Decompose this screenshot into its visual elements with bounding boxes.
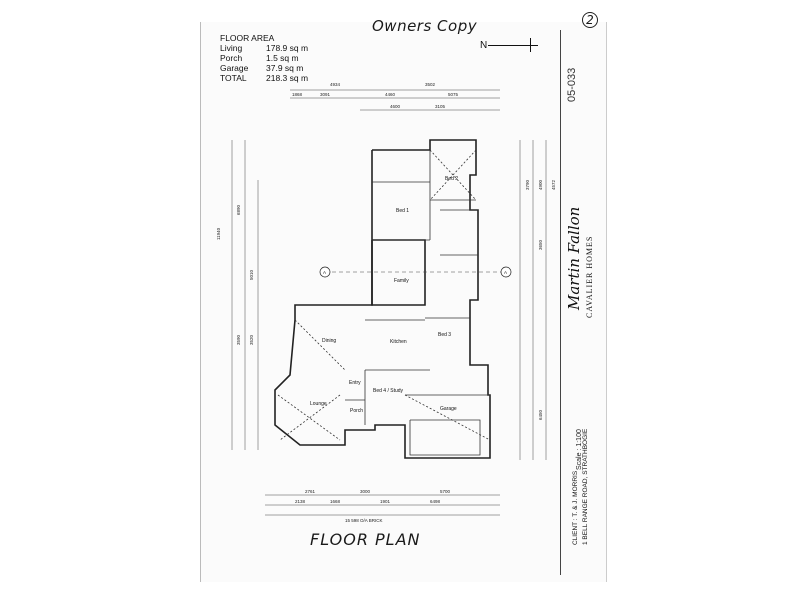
dimension-lines [231, 89, 547, 516]
document-number: 05-033 [566, 67, 578, 102]
dim-right-e: 6450 [538, 409, 543, 420]
dim-left-d: 3520 [249, 334, 254, 345]
section-marker-left: A [323, 270, 326, 275]
floor-area-value: 218.3 sq m [266, 73, 309, 83]
section-marker-right: A [504, 270, 507, 275]
north-arrow-label: N [480, 40, 488, 51]
dim-top-e: 5075 [448, 92, 459, 97]
floor-area-label: Porch [220, 53, 243, 63]
room-porch: Porch [350, 408, 363, 414]
exterior-walls [274, 139, 491, 459]
garage-diagonal-a [404, 394, 491, 441]
section-marker-left-icon [319, 266, 331, 278]
garage-door [409, 419, 481, 456]
floor-area-row: TOTAL 218.3 sq m [220, 73, 326, 83]
house-outline-wall [274, 139, 491, 459]
floor-area-value: 37.9 sq m [266, 63, 304, 73]
dim-left-a: 6890 [236, 204, 241, 215]
dim-right-d: 3650 [538, 239, 543, 250]
family-wing-wall [371, 239, 426, 306]
sheet-number-circle: 2 [582, 12, 598, 28]
room-lounge: Lounge [310, 401, 327, 407]
dim-top-f: 3105 [435, 104, 446, 109]
north-arrow-tick [530, 38, 531, 52]
floor-area-row: Living 178.9 sq m [220, 43, 326, 53]
dim-top-overall-1: 4934 [330, 82, 341, 87]
room-dining: Dining [322, 338, 336, 344]
floor-area-row: Garage 37.9 sq m [220, 63, 326, 73]
dim-top-c: 4460 [385, 92, 396, 97]
brand-logo-text: Martin Fallon [565, 206, 583, 310]
floor-area-label: Garage [220, 63, 249, 73]
dim-bottom-e: 1668 [330, 499, 341, 504]
room-bed3: Bed 3 [438, 332, 451, 338]
room-kitchen: Kitchen [390, 339, 407, 345]
dim-bottom-d: 2138 [295, 499, 306, 504]
room-bed2: Bed 2 [445, 176, 458, 182]
dining-diagonal [294, 319, 346, 371]
lounge-diagonal-b [279, 394, 341, 441]
lounge-diagonal-a [277, 394, 341, 441]
floor-area-heading: FLOOR AREA [220, 33, 275, 43]
dim-top-a: 1868 [292, 92, 303, 97]
room-garage: Garage [440, 406, 457, 412]
dim-top-d: 4600 [390, 104, 401, 109]
client-name: CLIENT : T. & J. MORRIS [572, 470, 579, 545]
dim-left-c: 3590 [236, 334, 241, 345]
dim-bottom-b: 3000 [360, 489, 371, 494]
room-entry: Entry [349, 380, 361, 386]
dim-bottom-a: 2761 [305, 489, 316, 494]
dim-right-b: 4900 [538, 179, 543, 190]
dim-left-overall: 11940 [216, 227, 221, 240]
dim-top-overall-2: 3502 [425, 82, 436, 87]
north-arrow-icon [488, 45, 538, 46]
floor-area-value: 178.9 sq m [266, 43, 309, 53]
interior-walls [277, 149, 491, 456]
dim-bottom-g: 6498 [430, 499, 441, 504]
floor-area-table: FLOOR AREA Living 178.9 sq m Porch 1.5 s… [220, 33, 326, 83]
dim-right-c: 4572 [551, 179, 556, 190]
section-marker-right-icon [500, 266, 512, 278]
dim-left-b: 5010 [249, 269, 254, 280]
room-family: Family [394, 278, 409, 284]
site-address: 1 BELL RANGE ROAD, STRATHBOGIE [582, 428, 589, 545]
dim-top-b: 3091 [320, 92, 331, 97]
floor-area-label: Living [220, 43, 243, 53]
brand-subtitle: CAVALIER HOMES [585, 235, 594, 318]
dim-bottom-overall: 15 598 O/A BRICK [345, 518, 383, 523]
dim-bottom-c: 5700 [440, 489, 451, 494]
plan-sheet [200, 22, 607, 582]
floor-plan-handwritten-label: FLOOR PLAN [310, 530, 421, 549]
room-bed4-study: Bed 4 / Study [373, 388, 404, 394]
room-bed1: Bed 1 [396, 208, 409, 214]
floor-area-row: Porch 1.5 sq m [220, 53, 326, 63]
bed2-diagonal-b [429, 149, 477, 201]
dim-right-a: 3790 [525, 179, 530, 190]
floor-area-value: 1.5 sq m [266, 53, 299, 63]
dim-bottom-f: 1901 [380, 499, 391, 504]
owners-copy-note: Owners Copy [372, 17, 478, 35]
floor-area-label: TOTAL [220, 73, 247, 83]
title-block [560, 30, 601, 575]
